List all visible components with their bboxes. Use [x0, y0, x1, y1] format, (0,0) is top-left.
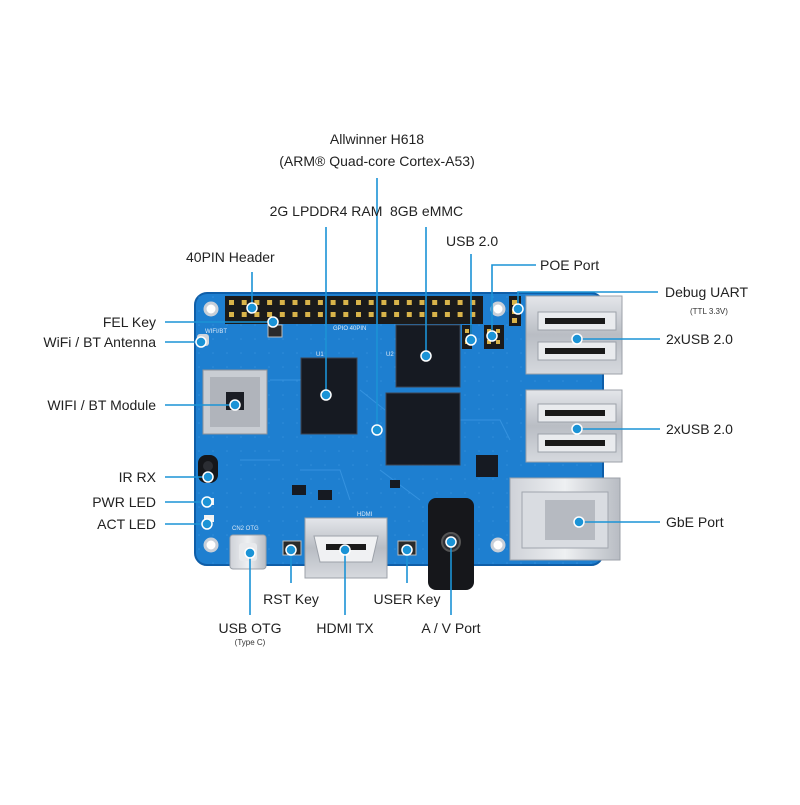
- header40-label: 40PIN Header: [186, 249, 275, 265]
- gpio-pin: [317, 312, 323, 317]
- silk-wifi-bt: WIFI/BT: [205, 329, 227, 335]
- gpio-pin: [406, 300, 412, 305]
- leader-dots: [195, 302, 585, 559]
- gpio-pin: [368, 300, 374, 305]
- gpio-pin: [394, 300, 400, 305]
- soc-name: Allwinner H618: [329, 131, 425, 147]
- soc-desc: (ARM® Quad-core Cortex-A53): [279, 153, 475, 169]
- av-label: A / V Port: [421, 620, 481, 636]
- gpio-header: [225, 296, 483, 324]
- gpio-pin: [444, 300, 450, 305]
- wifi-module-label: WIFI / BT Module: [47, 397, 156, 413]
- gpio-pin: [279, 300, 285, 305]
- debug-uart-note: (TTL 3.3V): [690, 307, 728, 316]
- wifi-antenna-label: WiFi / BT Antenna: [43, 334, 156, 350]
- soc-label: Allwinner H618 (ARM® Quad-core Cortex-A5…: [227, 128, 527, 172]
- gpio-pin: [381, 300, 387, 305]
- gpio-pin: [419, 312, 425, 317]
- act-led: [204, 515, 214, 522]
- small-chip: [476, 455, 498, 477]
- gpio-pin: [470, 312, 476, 317]
- emmc-label: 8GB eMMC: [390, 203, 464, 219]
- usb-otg-note: (Type C): [234, 638, 266, 647]
- ethernet-port: [509, 477, 621, 561]
- mounting-holes: [203, 301, 506, 553]
- silk-otg: CN2 OTG: [232, 526, 259, 532]
- ram-label: 2G LPDDR4 RAM: [269, 203, 383, 219]
- gpio-pin: [229, 312, 234, 317]
- rst-key-label: RST Key: [263, 591, 319, 607]
- gpio-pin: [356, 312, 361, 317]
- gpio-pin: [279, 312, 285, 317]
- gpio-pin: [406, 312, 412, 317]
- gpio-pin: [241, 312, 247, 317]
- gpio-pin: [356, 300, 361, 305]
- gpio-pin: [305, 312, 311, 317]
- gpio-pin: [330, 300, 336, 305]
- gpio-pin: [229, 300, 234, 305]
- gpio-pin: [317, 300, 323, 305]
- gpio-pin: [444, 312, 450, 317]
- gpio-pin: [343, 312, 349, 317]
- gpio-pin: [305, 300, 311, 305]
- gpio-pin: [381, 312, 387, 317]
- silk-u1: U1: [316, 352, 324, 358]
- gpio-pin: [419, 300, 425, 305]
- silk-u2: U2: [386, 352, 394, 358]
- fel-key-label: FEL Key: [102, 314, 156, 330]
- user-key-label: USER Key: [373, 591, 441, 607]
- gpio-pin: [394, 312, 400, 317]
- debug-uart-label: Debug UART: [665, 284, 749, 300]
- gpio-pin: [432, 312, 438, 317]
- gpio-pin: [292, 300, 298, 305]
- poe-label: POE Port: [540, 257, 600, 273]
- gpio-pin: [254, 300, 260, 305]
- gpio-pin: [254, 312, 260, 317]
- silk-hdmi: HDMI: [357, 512, 373, 518]
- gpio-pin: [457, 300, 463, 305]
- gpio-pin: [267, 300, 273, 305]
- usb20-top-label: USB 2.0: [446, 233, 499, 249]
- gpio-pin: [241, 300, 247, 305]
- gpio-pin: [368, 312, 374, 317]
- gpio-pin: [330, 312, 336, 317]
- usb-otg-label: USB OTG: [218, 620, 282, 636]
- soc-chip: [385, 392, 461, 466]
- pwr-led-label: PWR LED: [92, 494, 156, 510]
- usb2x-top-label: 2xUSB 2.0: [666, 331, 733, 347]
- act-led-label: ACT LED: [97, 516, 156, 532]
- gpio-pin: [343, 300, 349, 305]
- ir-rx-label: IR RX: [118, 469, 156, 485]
- gpio-pin: [457, 312, 463, 317]
- gpio-pin: [267, 312, 273, 317]
- gpio-pin: [470, 300, 476, 305]
- gpio-pin: [432, 300, 438, 305]
- hdmi-label: HDMI TX: [316, 620, 374, 636]
- silk-gpio: GPIO 40PIN: [333, 326, 366, 332]
- gbe-label: GbE Port: [666, 514, 724, 530]
- gpio-pin: [292, 312, 298, 317]
- usb2x-bottom-label: 2xUSB 2.0: [666, 421, 733, 437]
